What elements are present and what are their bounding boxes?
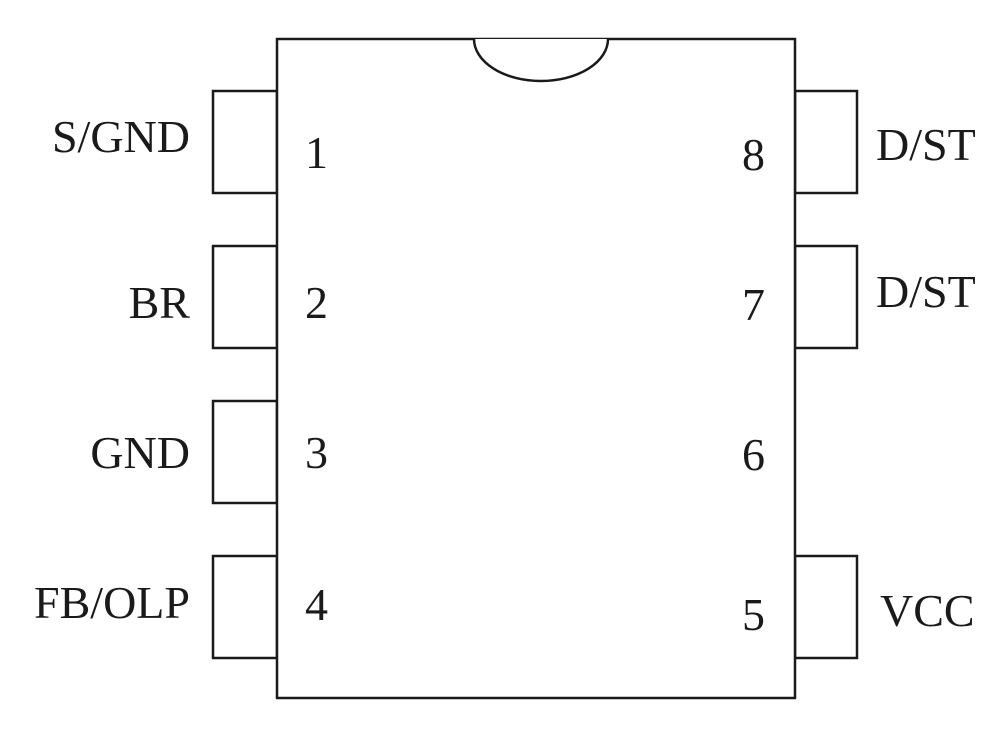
pin-3-number: 3 (305, 427, 328, 478)
pin-4-lead (211, 554, 279, 660)
pin-4-number: 4 (305, 579, 328, 630)
pin-7-label: D/ST (876, 266, 976, 317)
pin-8-label: D/ST (876, 119, 976, 170)
pin-3-lead (211, 399, 279, 505)
pin-2-label: BR (129, 277, 191, 328)
pin-3-label: GND (90, 427, 190, 478)
pin-7-lead (793, 244, 859, 350)
pin-5-number: 5 (742, 589, 765, 640)
pin-8-lead (793, 89, 859, 195)
pin-6-number: 6 (742, 429, 765, 480)
pin-5-lead (793, 554, 859, 660)
package-body (275, 37, 797, 700)
orientation-notch (472, 38, 610, 83)
pin-1-label: S/GND (52, 111, 190, 162)
pin-7-number: 7 (742, 279, 765, 330)
pin-8-number: 8 (742, 129, 765, 180)
pin-1-number: 1 (305, 127, 328, 178)
pin-1-lead (211, 89, 279, 195)
pin-4-label: FB/OLP (34, 577, 190, 628)
pin-2-lead (211, 244, 279, 350)
pin-2-number: 2 (305, 277, 328, 328)
pin-5-label: VCC (880, 585, 975, 636)
